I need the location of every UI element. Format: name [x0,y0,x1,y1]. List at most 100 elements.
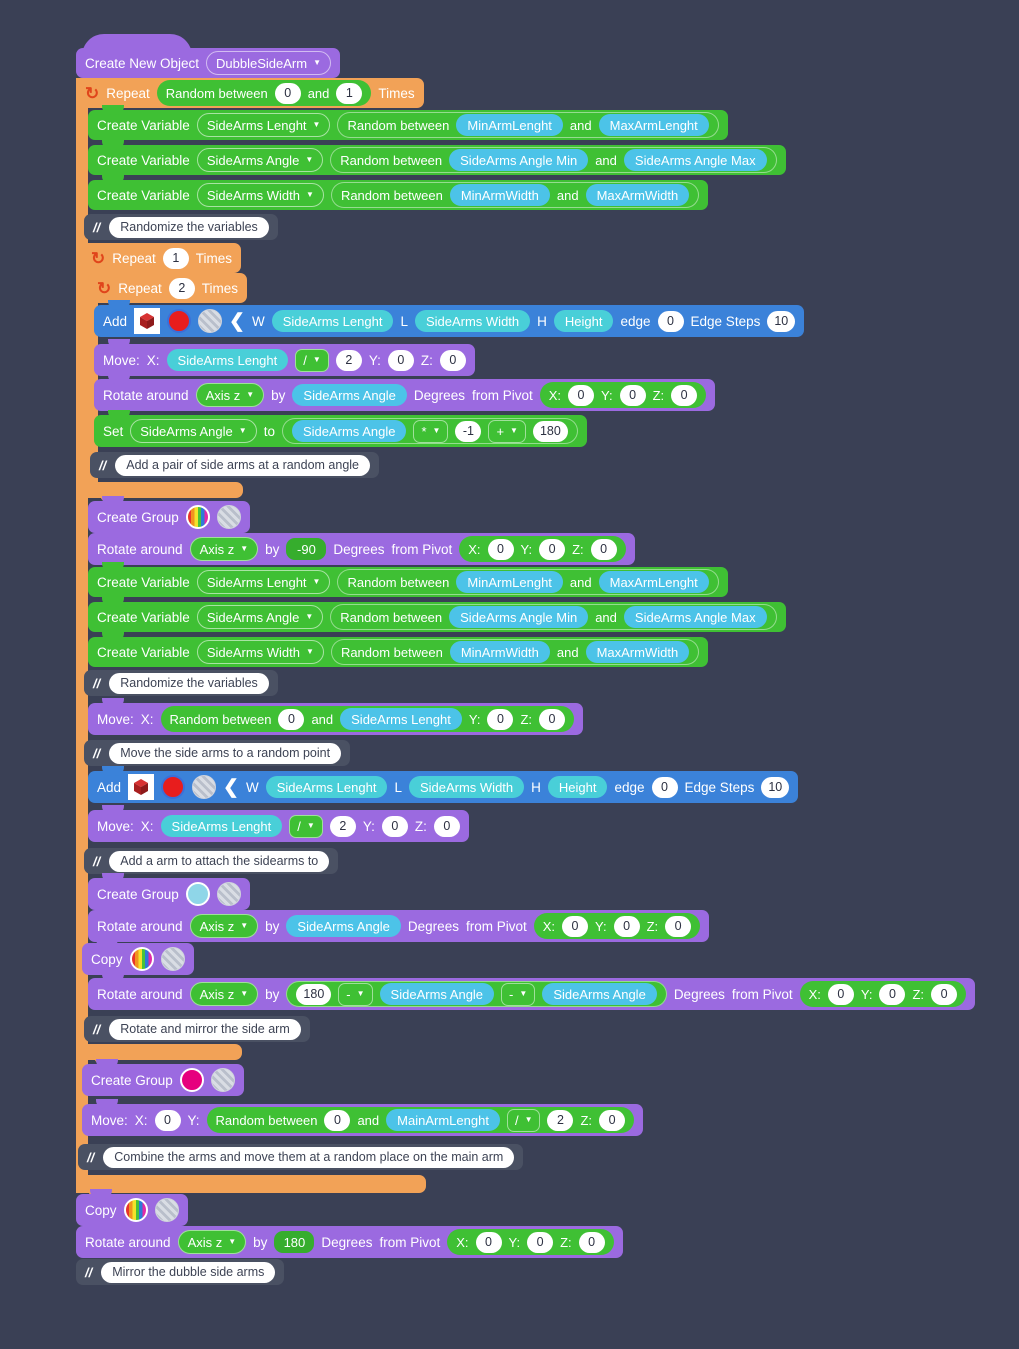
material-hatch-icon[interactable] [216,882,241,906]
move-y-field[interactable]: 0 [387,349,414,371]
divisor-field[interactable]: 2 [335,349,362,371]
pivot-z-field[interactable]: 0 [590,538,617,560]
operator-2-dropdown[interactable]: - ▼ [501,982,536,1006]
random-between-reporter[interactable]: Random between 0 and 1 [156,80,372,106]
cube-thumbnail-icon[interactable] [128,774,155,800]
pivot-y-field[interactable]: 0 [613,915,640,937]
max-variable-pill[interactable]: MaxArmLenght [598,571,709,593]
set-variable-dropdown[interactable]: SideArms Angle ▼ [130,419,257,443]
create-variable-row[interactable]: Create Variable SideArms Width ▼ Random … [88,175,709,210]
axis-dropdown[interactable]: Axis z ▼ [177,1230,247,1254]
operator-1-dropdown[interactable]: * ▼ [413,419,449,443]
random-max-field[interactable]: 1 [336,82,363,104]
pivot-x-field[interactable]: 0 [568,384,595,406]
collapse-left-icon[interactable]: ❮ [229,310,245,332]
random-max-pill[interactable]: MainArmLenght [386,1109,500,1131]
operand-1-field[interactable]: -1 [455,420,482,442]
move-z-field[interactable]: 0 [433,815,460,837]
pivot-group[interactable]: X: 0 Y: 0 Z: 0 [799,981,967,1007]
min-variable-pill[interactable]: MinArmWidth [449,641,550,663]
create-variable-row[interactable]: Create Variable SideArms Width ▼ Random … [88,632,709,667]
pivot-group[interactable]: X: 0 Y: 0 Z: 0 [459,536,626,562]
color-swatch-red-icon[interactable] [167,309,192,333]
random-between-reporter[interactable]: Random between 0 and MainArmLenght / ▼ 2… [206,1107,635,1133]
operand-2-field[interactable]: 180 [532,420,568,442]
operator-2-dropdown[interactable]: + ▼ [488,419,526,443]
expression-reporter[interactable]: SideArms Angle * ▼ -1 + ▼ 180 [281,418,578,444]
rotate-around-block[interactable]: Rotate around Axis z ▼ by -90 Degrees fr… [88,528,635,565]
create-group-block[interactable]: Create Group [82,1059,244,1096]
create-variable-row[interactable]: Create Variable SideArms Angle ▼ Random … [88,597,786,632]
move-block[interactable]: Move: X: SideArms Lenght / ▼ 2 Y: 0 Z: 0 [94,339,475,376]
width-pill[interactable]: SideArms Lenght [265,776,388,798]
move-z-field[interactable]: 0 [539,708,566,730]
variable-name-dropdown[interactable]: SideArms Angle ▼ [196,605,324,629]
random-between-reporter[interactable]: Random between SideArms Angle Min and Si… [330,147,777,173]
variable-name-dropdown[interactable]: SideArms Width ▼ [196,640,324,664]
min-variable-pill[interactable]: MinArmLenght [456,571,563,593]
set-variable-block[interactable]: Set SideArms Angle ▼ to SideArms Angle *… [94,410,587,447]
pivot-y-field[interactable]: 0 [527,1231,554,1253]
create-variable-row[interactable]: Create Variable SideArms Lenght ▼ Random… [88,562,728,597]
create-variable-row[interactable]: Create Variable SideArms Lenght ▼ Random… [88,105,728,140]
variable-name-dropdown[interactable]: SideArms Lenght ▼ [196,113,331,137]
move-block[interactable]: Move: X: Random between 0 and SideArms L… [88,698,584,735]
random-min-field[interactable]: 0 [278,708,305,730]
rotate-amount-pill[interactable]: SideArms Angle [292,384,407,406]
random-between-reporter[interactable]: Random between MinArmLenght and MaxArmLe… [337,112,719,138]
color-swatch-magenta-icon[interactable] [179,1068,204,1092]
create-new-object-block[interactable]: Create New Object DubbleSideArm ▼ [76,34,341,78]
rotate-around-block[interactable]: Rotate around Axis z ▼ by SideArms Angle… [88,905,710,942]
width-pill[interactable]: SideArms Lenght [271,310,394,332]
move-y-field[interactable]: 0 [381,815,408,837]
color-swatch-red-icon[interactable] [161,775,186,799]
material-hatch-icon[interactable] [198,309,223,333]
create-variable-row[interactable]: Create Variable SideArms Angle ▼ Random … [88,140,786,175]
term-2-pill[interactable]: SideArms Angle [542,983,657,1005]
min-variable-pill[interactable]: MinArmWidth [449,184,550,206]
pivot-group[interactable]: X: 0 Y: 0 Z: 0 [539,382,707,408]
move-block[interactable]: Move: X: SideArms Lenght / ▼ 2 Y: 0 Z: 0 [88,805,469,842]
edge-field[interactable]: 0 [651,776,678,798]
material-hatch-icon[interactable] [154,1198,179,1222]
min-variable-pill[interactable]: SideArms Angle Min [449,606,589,628]
pivot-x-field[interactable]: 0 [487,538,514,560]
create-group-block[interactable]: Create Group [88,496,250,533]
operator-dropdown[interactable]: / ▼ [506,1108,541,1132]
color-swatch-rainbow-icon[interactable] [129,947,154,971]
random-min-field[interactable]: 0 [274,82,301,104]
comment-block[interactable]: // Add a pair of side arms at a random a… [90,452,380,478]
color-swatch-rainbow-icon[interactable] [185,505,210,529]
pivot-z-field[interactable]: 0 [578,1231,605,1253]
copy-block[interactable]: Copy [76,1189,188,1226]
pivot-z-field[interactable]: 0 [931,983,958,1005]
variable-name-dropdown[interactable]: SideArms Angle ▼ [196,148,324,172]
repeat-count-field[interactable]: 2 [168,277,195,299]
material-hatch-icon[interactable] [160,947,185,971]
axis-dropdown[interactable]: Axis z ▼ [189,537,259,561]
divisor-field[interactable]: 2 [547,1109,574,1131]
material-hatch-icon[interactable] [210,1068,235,1092]
height-pill[interactable]: Height [553,310,614,332]
max-variable-pill[interactable]: MaxArmWidth [585,641,690,663]
operator-dropdown[interactable]: / ▼ [289,814,323,838]
min-variable-pill[interactable]: SideArms Angle Min [449,149,589,171]
operator-dropdown[interactable]: / ▼ [295,348,329,372]
color-swatch-rainbow-icon[interactable] [123,1198,148,1222]
edge-steps-field[interactable]: 10 [767,310,796,332]
axis-dropdown[interactable]: Axis z ▼ [195,383,265,407]
max-variable-pill[interactable]: MaxArmWidth [585,184,690,206]
edge-steps-field[interactable]: 10 [761,776,790,798]
move-x-pill[interactable]: SideArms Lenght [160,815,283,837]
edge-field[interactable]: 0 [657,310,684,332]
copy-block[interactable]: Copy [82,938,194,975]
collapse-left-icon[interactable]: ❮ [223,776,239,798]
axis-dropdown[interactable]: Axis z ▼ [189,914,259,938]
term-1-pill[interactable]: SideArms Angle [379,983,495,1005]
degrees-field[interactable]: -90 [286,538,327,560]
move-x-field[interactable]: 0 [154,1109,181,1131]
random-between-reporter[interactable]: Random between MinArmWidth and MaxArmWid… [330,182,700,208]
base-degrees-field[interactable]: 180 [296,983,332,1005]
move-y-field[interactable]: 0 [487,708,514,730]
